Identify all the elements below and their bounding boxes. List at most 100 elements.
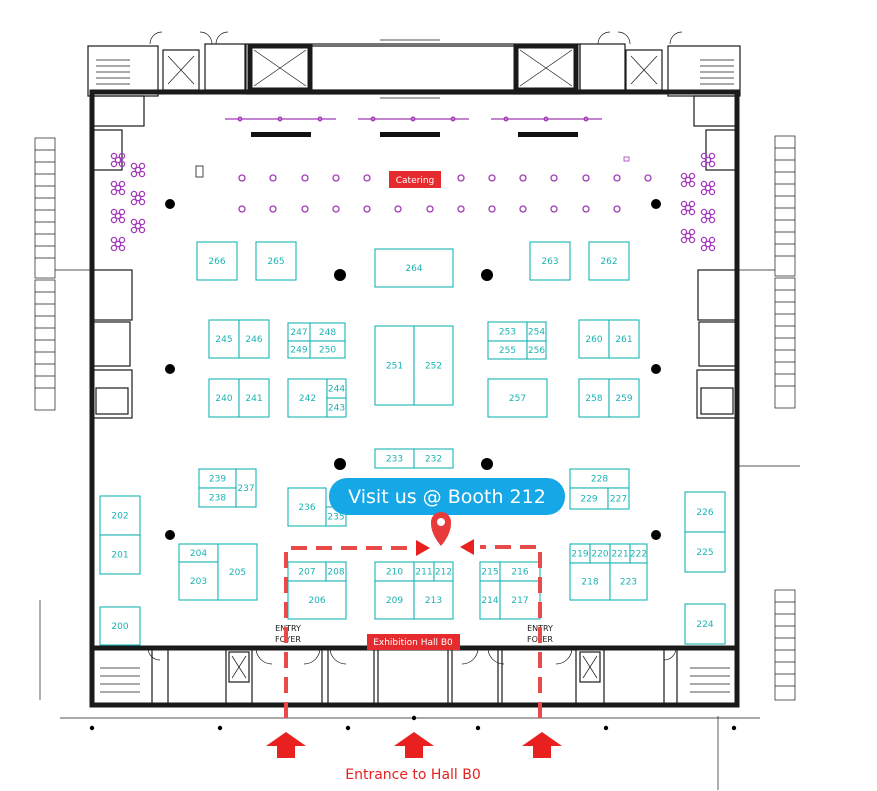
- booth-207: 207: [287, 561, 327, 582]
- booth-outline: [684, 491, 726, 533]
- booth-number: 218: [581, 578, 598, 588]
- booth-outline: [413, 325, 454, 406]
- booth-outline: [499, 580, 541, 620]
- booth-outline: [526, 340, 547, 360]
- booth-number: 242: [299, 394, 316, 404]
- booth-223: 223: [609, 562, 648, 601]
- booth-number: 211: [415, 568, 432, 578]
- booth-number: 227: [610, 495, 627, 505]
- booth-number: 207: [298, 568, 315, 578]
- booth-number: 251: [386, 362, 403, 372]
- table-cluster-icon: [700, 152, 716, 168]
- booth-number: 216: [511, 568, 528, 578]
- booth-number: 256: [528, 346, 545, 356]
- booth-209: 209: [374, 580, 415, 620]
- booth-number: 240: [215, 394, 232, 404]
- booth-number: 253: [499, 328, 516, 338]
- booth-number: 239: [209, 475, 226, 485]
- up-arrow-icon: [522, 732, 562, 758]
- booth-outline: [238, 319, 270, 359]
- booth-246: 246: [238, 319, 270, 359]
- booth-number: 204: [190, 549, 207, 559]
- booth-number: 252: [425, 362, 442, 372]
- booth-253: 253: [487, 321, 528, 342]
- entry-foyer-left: ENTRY FOYER: [275, 624, 301, 644]
- booth-number: 261: [615, 335, 632, 345]
- booth-number: 224: [696, 620, 713, 630]
- booth-outline: [588, 241, 630, 281]
- booth-number: 200: [111, 622, 128, 632]
- foyer-label-left: FOYER: [275, 635, 301, 644]
- booth-222: 222: [629, 543, 648, 564]
- booth-247: 247: [287, 322, 311, 342]
- booth-outline: [607, 487, 630, 510]
- booth-number: 263: [541, 257, 558, 267]
- booth-251: 251: [374, 325, 415, 406]
- booth-248: 248: [309, 322, 346, 342]
- booth-228: 228: [569, 468, 630, 489]
- columns: [165, 199, 661, 540]
- booth-number: 254: [528, 328, 545, 338]
- booth-outline: [255, 241, 297, 281]
- booth-217: 217: [499, 580, 541, 620]
- booth-226: 226: [684, 491, 726, 533]
- booth-224: 224: [684, 603, 726, 645]
- hall-label: Exhibition Hall B0: [367, 634, 460, 650]
- booth-263: 263: [529, 241, 571, 281]
- booth-outline: [608, 319, 640, 359]
- booth-number: 245: [215, 335, 232, 345]
- booth-244: 244: [326, 378, 347, 399]
- location-pin-icon: [431, 512, 451, 546]
- table-cluster-icon: [110, 236, 126, 252]
- booth-outline: [208, 319, 240, 359]
- up-arrow-icon: [394, 732, 434, 758]
- catering-furniture: [110, 116, 716, 252]
- table-cluster-icon: [110, 208, 126, 224]
- booth-number: 210: [386, 568, 403, 578]
- booth-outline: [99, 495, 141, 536]
- booth-number: 247: [290, 328, 307, 338]
- booth-237: 237: [235, 468, 257, 508]
- booth-number: 229: [580, 495, 597, 505]
- booth-208: 208: [325, 561, 347, 582]
- booth-245: 245: [208, 319, 240, 359]
- table-cluster-icon: [130, 218, 146, 234]
- booth-266: 266: [196, 241, 238, 281]
- booth-256: 256: [526, 340, 547, 360]
- booth-255: 255: [487, 340, 528, 360]
- booth-outline: [374, 580, 415, 620]
- booth-265: 265: [255, 241, 297, 281]
- booth-252: 252: [413, 325, 454, 406]
- booth-number: 259: [615, 394, 632, 404]
- booth-216: 216: [499, 561, 541, 582]
- booth-number: 258: [585, 394, 602, 404]
- booth-outline: [609, 562, 648, 601]
- booth-227: 227: [607, 487, 630, 510]
- hall-label-text: Exhibition Hall B0: [373, 638, 453, 648]
- booth-239: 239: [198, 468, 237, 489]
- booth-outline: [608, 378, 640, 418]
- booth-212: 212: [433, 561, 454, 582]
- booth-number: 219: [571, 550, 588, 560]
- booth-number: 244: [328, 385, 345, 395]
- booth-number: 208: [327, 568, 344, 578]
- booth-213: 213: [413, 580, 454, 620]
- booth-outline: [287, 378, 328, 418]
- booth-number: 203: [190, 577, 207, 587]
- booth-number: 232: [425, 455, 442, 465]
- booth-number: 205: [229, 568, 246, 578]
- booth-210: 210: [374, 561, 415, 582]
- booth-240: 240: [208, 378, 240, 418]
- catering-label: Catering: [389, 171, 441, 188]
- booth-number: 246: [245, 335, 262, 345]
- booth-250: 250: [309, 340, 346, 359]
- booth-outline: [374, 325, 415, 406]
- booth-number: 266: [208, 257, 225, 267]
- booth-218: 218: [569, 562, 611, 601]
- booth-number: 217: [511, 596, 528, 606]
- booth-outline: [487, 378, 548, 418]
- booth-outline: [309, 340, 346, 359]
- booth-outline: [238, 378, 270, 418]
